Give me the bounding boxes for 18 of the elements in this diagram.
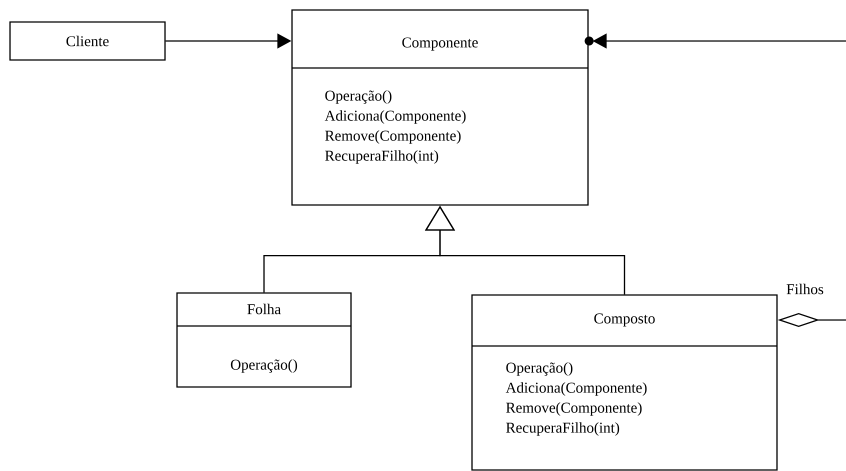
method-text: Remove(Componente) bbox=[325, 130, 461, 144]
edge-label: Filhos bbox=[786, 284, 824, 294]
method-text: Operação() bbox=[230, 359, 298, 373]
class-name: Componente bbox=[402, 37, 478, 51]
class-box bbox=[9, 21, 166, 61]
method-text: RecuperaFilho(int) bbox=[325, 150, 438, 164]
class-name: Composto bbox=[594, 313, 655, 327]
method-text: RecuperaFilho(int) bbox=[506, 422, 620, 436]
method-text: Operação() bbox=[325, 90, 392, 104]
class-box bbox=[471, 294, 778, 471]
class-name: Folha bbox=[247, 304, 281, 314]
class-box bbox=[176, 292, 352, 388]
class-name: Cliente bbox=[66, 36, 109, 46]
method-text: Operação() bbox=[506, 362, 572, 376]
method-text: Adiciona(Componente) bbox=[506, 382, 647, 396]
method-text: Remove(Componente) bbox=[506, 402, 642, 416]
class-box bbox=[291, 9, 589, 206]
method-text: Adiciona(Componente) bbox=[324, 110, 466, 124]
